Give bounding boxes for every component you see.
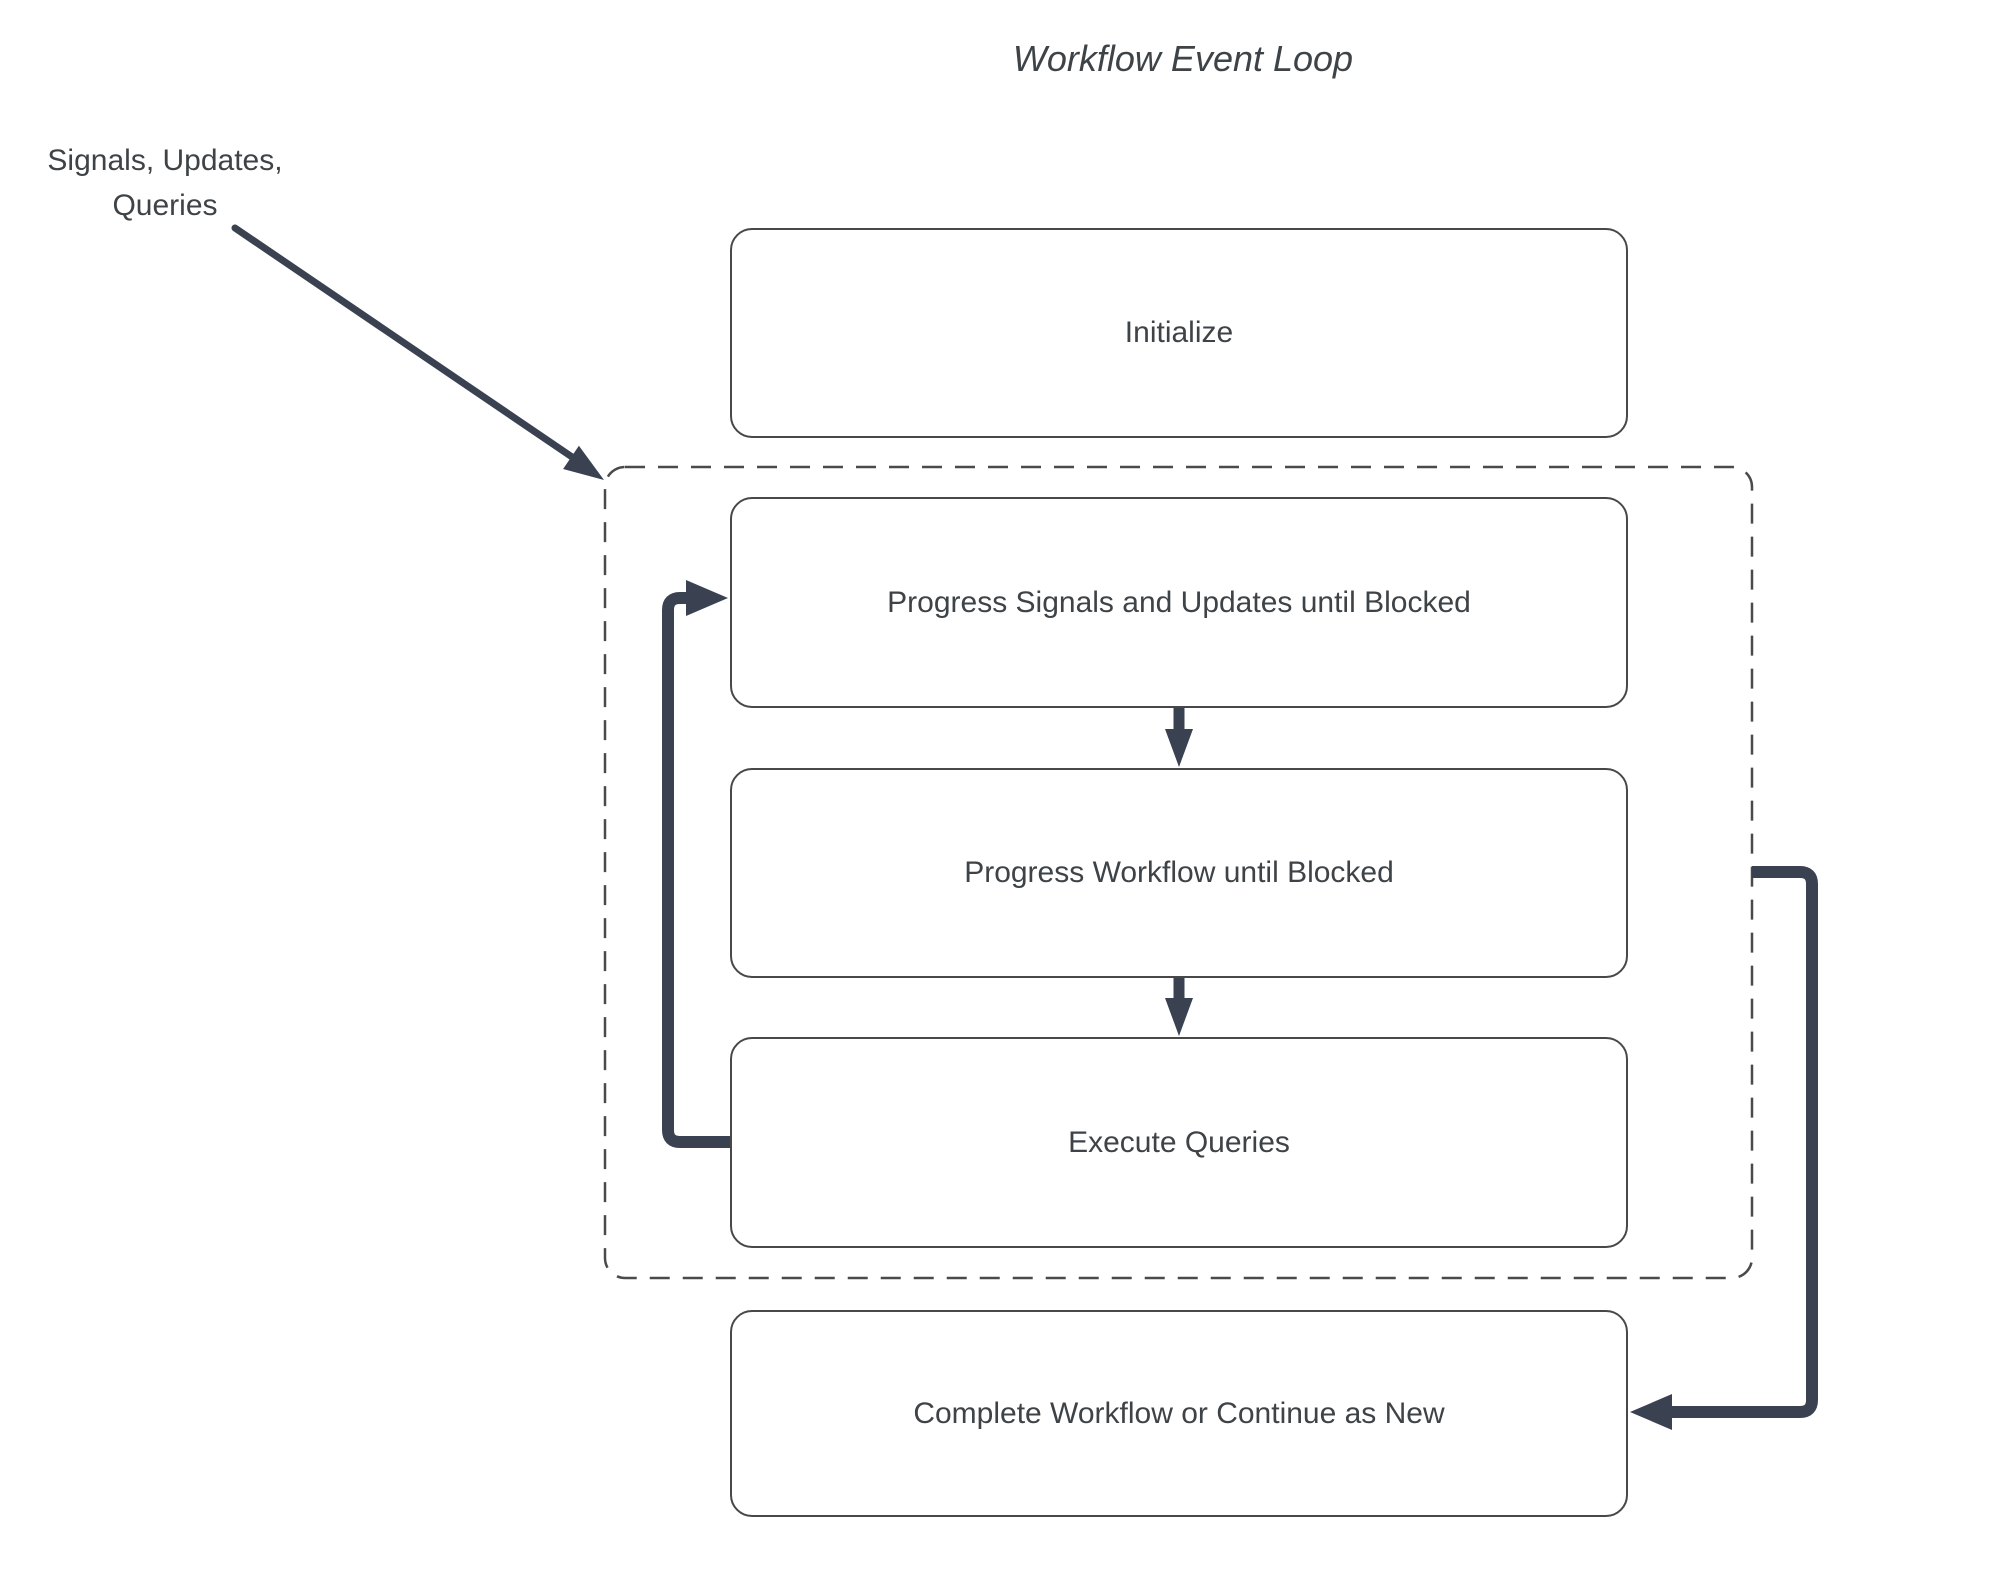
loop-exit-arrow-path: [1672, 866, 1818, 1418]
node-initialize: Initialize: [730, 228, 1628, 438]
left-arrowhead-icon: [1630, 1394, 1672, 1430]
node-initialize-label: Initialize: [1124, 316, 1234, 349]
node-progress-signals-updates: Progress Signals and Updates until Block…: [730, 497, 1628, 708]
signals-input-arrow-line: [231, 224, 579, 463]
node-progress-signals-updates-label: Progress Signals and Updates until Block…: [887, 585, 1471, 619]
node-execute-queries: Execute Queries: [730, 1037, 1628, 1248]
arrow-workflow-to-queries: [1165, 977, 1193, 1036]
node-progress-workflow: Progress Workflow until Blocked: [730, 768, 1628, 978]
loop-back-arrow-path: [662, 592, 730, 1148]
annotation-line-1: Signals, Updates,: [47, 144, 283, 177]
node-complete-workflow-label: Complete Workflow or Continue as New: [913, 1396, 1445, 1430]
page-title: Workflow Event Loop: [1012, 38, 1354, 79]
node-progress-workflow-label: Progress Workflow until Blocked: [964, 856, 1394, 889]
loop-back-arrow: [662, 580, 730, 1148]
node-execute-queries-label: Execute Queries: [1068, 1125, 1290, 1159]
arrow-signals-to-workflow: [1165, 707, 1193, 767]
node-complete-workflow: Complete Workflow or Continue as New: [730, 1310, 1628, 1517]
down-arrowhead-icon: [1165, 729, 1193, 767]
signals-arrowhead-icon: [563, 445, 604, 480]
signals-input-arrow: [231, 224, 604, 480]
annotation-signals-updates-queries: Signals, Updates, Queries: [15, 138, 315, 228]
loop-exit-arrow: [1630, 866, 1818, 1430]
annotation-line-2: Queries: [112, 189, 218, 222]
right-arrowhead-icon: [686, 580, 728, 616]
down-arrowhead-icon: [1165, 998, 1193, 1036]
